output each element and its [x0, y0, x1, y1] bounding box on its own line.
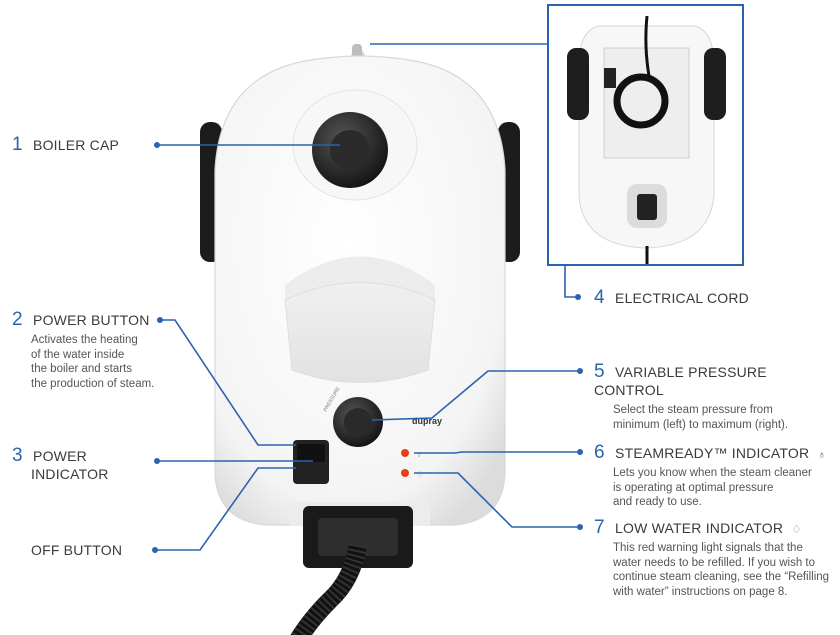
callout-desc-line: minimum (left) to maximum (right). [613, 418, 789, 431]
low-water-led [401, 469, 409, 477]
callout-desc-line: water needs to be refilled. If you wish … [613, 556, 815, 569]
callout-title: BOILER CAP [33, 137, 120, 153]
callout-title: ELECTRICAL CORD [615, 290, 749, 306]
svg-text:♁: ♁ [416, 450, 422, 459]
callout-desc-line: is operating at optimal pressure [613, 481, 774, 494]
callout-number: 1 [12, 134, 23, 155]
callout-number: 5 [594, 361, 605, 382]
callout-desc-line: of the water inside [31, 348, 125, 361]
callout-title: STEAMREADY™ INDICATOR [615, 445, 810, 461]
callout-title: POWER [33, 448, 87, 464]
callout-desc-line: and ready to use. [613, 496, 702, 508]
callout-number: 4 [594, 287, 605, 308]
callout-power-button: 2 POWER BUTTON Activates the heating of … [12, 310, 154, 391]
cord-wrap [613, 73, 669, 129]
callout-title: VARIABLE PRESSURE CONTROL [594, 364, 767, 398]
callout-title: POWER BUTTON [33, 312, 150, 328]
callout-number: 2 [12, 309, 23, 330]
water-drop-icon: ♢ [791, 524, 802, 536]
callout-steamready: 6 STEAMREADY™ INDICATOR ♁ Lets you know … [594, 443, 826, 510]
brand-logo: dupray [412, 416, 442, 426]
steamready-led [401, 449, 409, 457]
callout-power-indicator: 3 POWER INDICATOR [12, 446, 109, 482]
callout-desc-line: Select the steam pressure from [613, 404, 773, 416]
callout-desc-line: the production of steam. [31, 377, 155, 390]
callout-number: 6 [594, 442, 605, 463]
thermometer-icon: ♁ [817, 449, 826, 461]
steam-hose [290, 543, 367, 635]
callout-title: LOW WATER INDICATOR [615, 520, 784, 536]
callout-title-line2: INDICATOR [31, 466, 109, 482]
callout-low-water: 7 LOW WATER INDICATOR ♢ This red warning… [594, 518, 829, 599]
callout-desc-line: with water” instructions on page 8. [613, 585, 788, 598]
back-view-illustration [567, 15, 726, 264]
callout-off-button: OFF BUTTON [31, 542, 122, 560]
callout-title: OFF BUTTON [31, 542, 123, 558]
back-view-inset [547, 4, 744, 266]
front-visor [285, 256, 435, 300]
callout-desc-line: continue steam cleaning, see the “Refill… [613, 571, 830, 583]
callout-boiler-cap: 1 BOILER CAP [12, 135, 119, 155]
callout-electrical-cord: 4 ELECTRICAL CORD [594, 288, 749, 308]
callout-desc-line: Activates the heating [31, 334, 138, 346]
callout-desc-line: This red warning light signals that the [613, 542, 803, 554]
svg-text:♢: ♢ [416, 470, 423, 479]
callout-desc-line: Lets you know when the steam cleaner [613, 467, 812, 479]
callout-desc-line: the boiler and starts [31, 363, 133, 375]
callout-variable-pressure: 5 VARIABLE PRESSURE CONTROL Select the s… [594, 362, 840, 432]
callout-number: 3 [12, 445, 23, 466]
callout-number: 7 [594, 517, 605, 538]
